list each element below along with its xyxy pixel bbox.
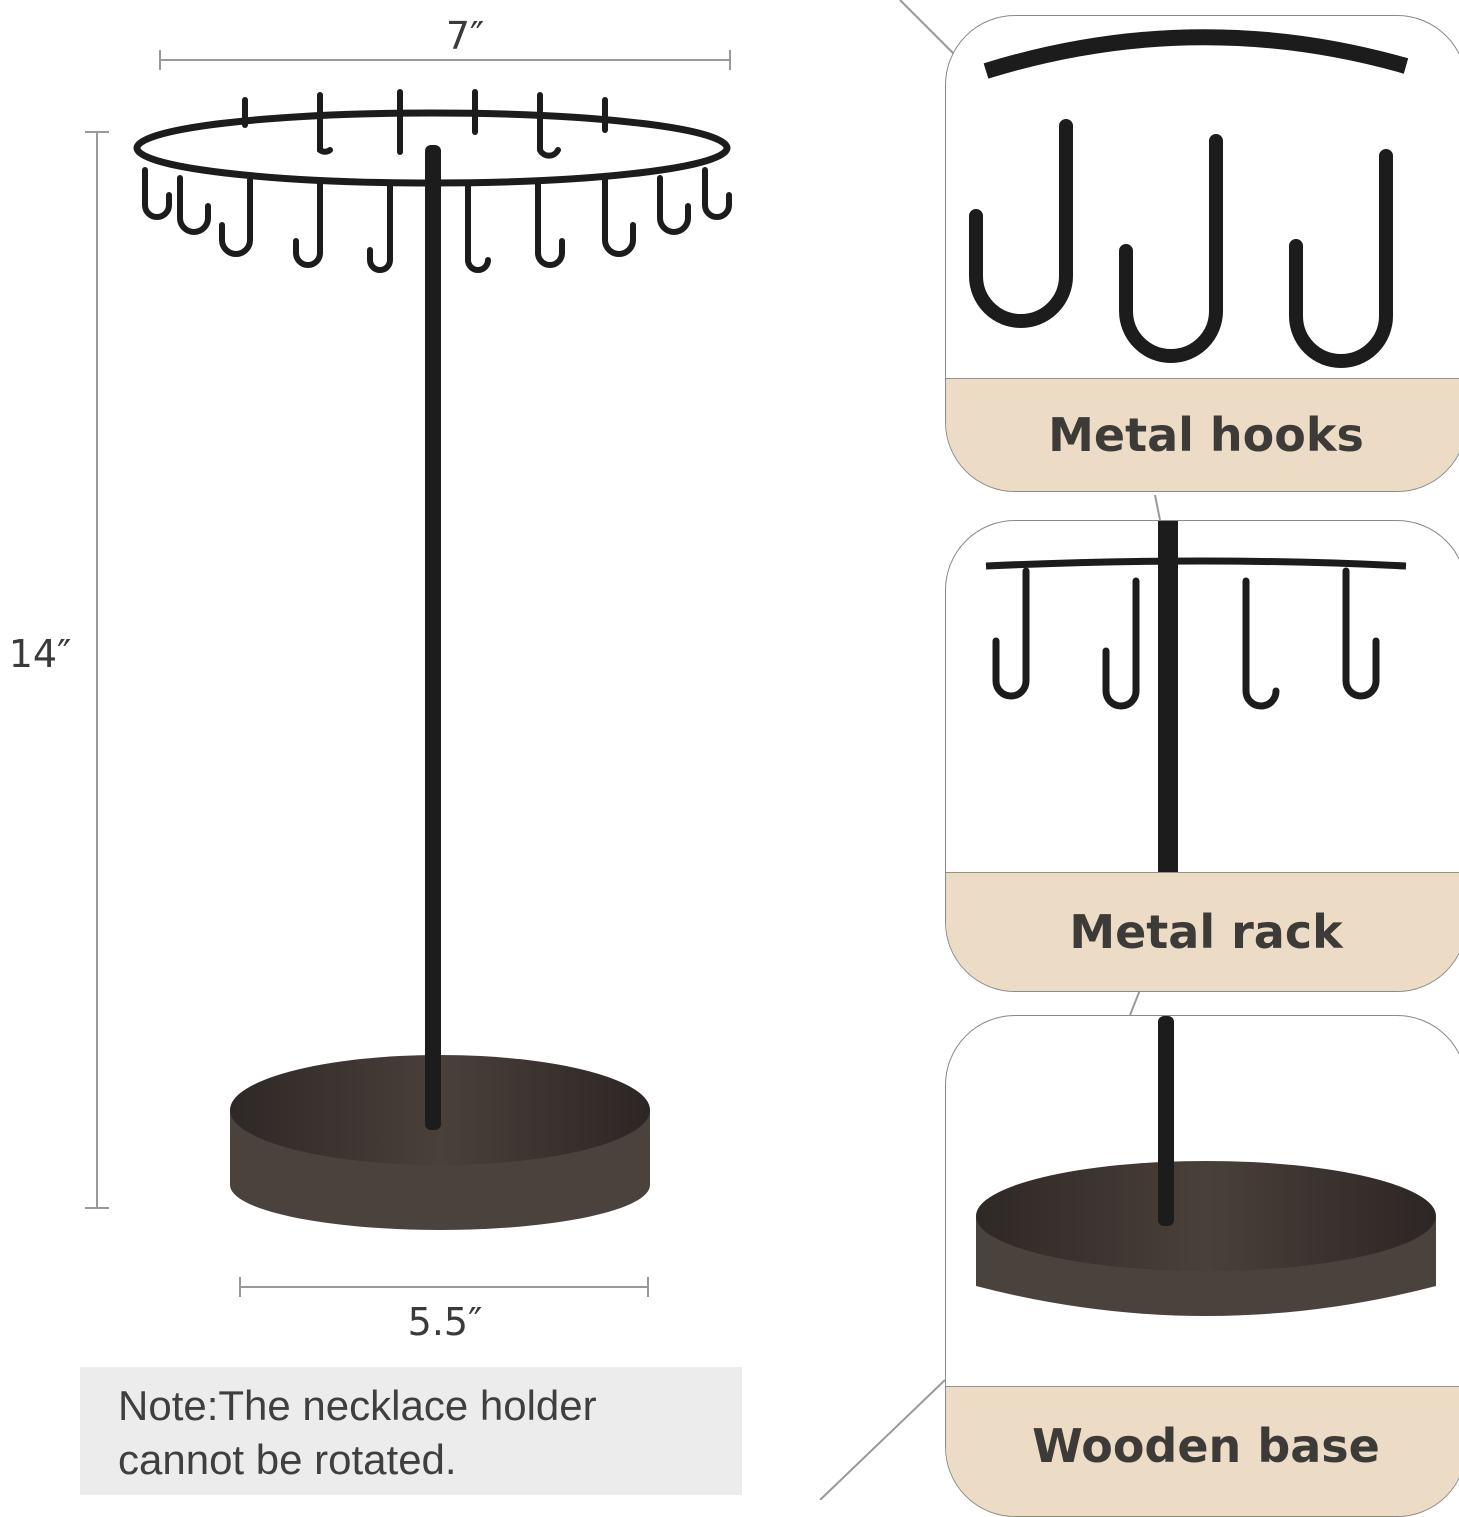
wooden-base-closeup: [976, 1016, 1436, 1316]
feature-label: Wooden base: [1032, 1419, 1380, 1473]
rotation-note: Note:The necklace holder cannot be rotat…: [80, 1367, 742, 1495]
feature-label-band: Metal hooks: [946, 378, 1459, 491]
necklace-stand-image: [133, 89, 732, 1230]
feature-panel-metal-hooks: Metal hooks: [945, 15, 1459, 492]
width-dimension-label: 7″: [445, 14, 485, 58]
note-line-2: cannot be rotated.: [118, 1436, 457, 1483]
metal-rack-closeup: [985, 521, 1407, 881]
feature-label-band: Metal rack: [946, 872, 1459, 991]
metal-hooks-closeup: [969, 29, 1409, 368]
feature-label-band: Wooden base: [946, 1386, 1459, 1516]
feature-label: Metal rack: [1069, 905, 1343, 959]
feature-label: Metal hooks: [1048, 408, 1364, 462]
height-dimension-label: 14″: [0, 632, 80, 676]
note-line-1: Note:The necklace holder: [118, 1382, 597, 1429]
base-dimension-label: 5.5″: [407, 1300, 483, 1344]
feature-panel-metal-rack: Metal rack: [945, 520, 1459, 992]
feature-panel-wooden-base: Wooden base: [945, 1015, 1459, 1517]
